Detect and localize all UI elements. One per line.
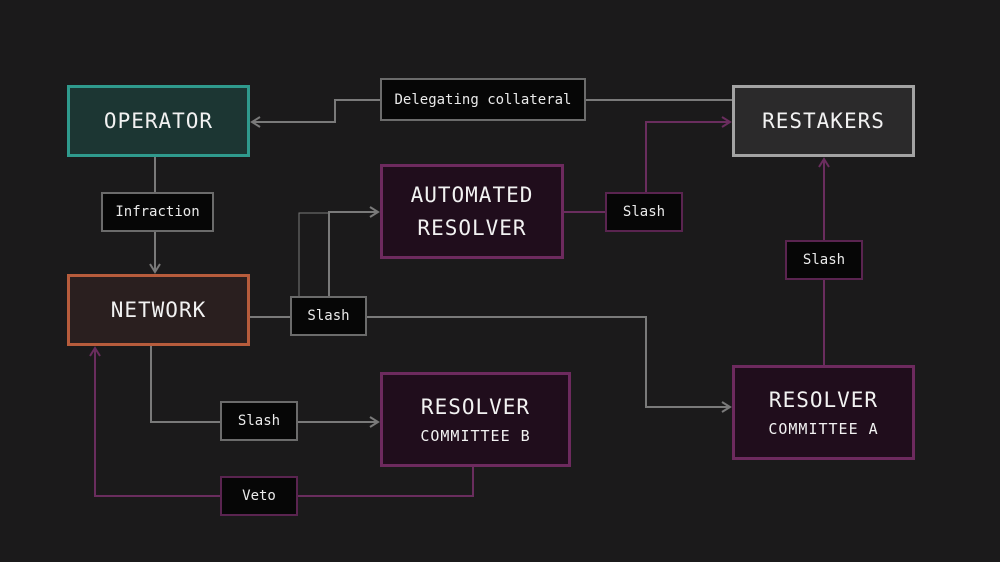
- edge-network-to-automated: [328, 206, 380, 297]
- operator-title: OPERATOR: [103, 108, 214, 133]
- restakers-title: RESTAKERS: [762, 108, 885, 133]
- committee-b-title: RESOLVER: [420, 395, 531, 419]
- infraction-label: Infraction: [101, 192, 214, 232]
- committee-a-title: RESOLVER: [768, 388, 879, 412]
- automated-resolver-title-line1: AUTOMATED: [410, 182, 534, 207]
- restakers-node: RESTAKERS: [732, 85, 915, 157]
- delegating-collateral-label: Delegating collateral: [380, 78, 586, 121]
- automated-resolver-node: AUTOMATED RESOLVER: [380, 164, 564, 259]
- operator-node: OPERATOR: [67, 85, 250, 157]
- resolver-committee-a-node: RESOLVER COMMITTEE A: [732, 365, 915, 460]
- slash-label-committee-a: Slash: [785, 240, 863, 280]
- slash-label-committee-b: Slash: [220, 401, 298, 441]
- slash-label-automated: Slash: [605, 192, 683, 232]
- edge-network-to-committee-a: [250, 316, 732, 413]
- network-title: NETWORK: [110, 297, 207, 322]
- automated-resolver-title-line2: RESOLVER: [417, 215, 527, 240]
- edge-network-to-committee-b: [150, 346, 380, 428]
- veto-label: Veto: [220, 476, 298, 516]
- network-node: NETWORK: [67, 274, 250, 346]
- committee-a-subtitle: COMMITTEE A: [768, 420, 879, 438]
- slash-label-network: Slash: [290, 296, 367, 336]
- committee-b-subtitle: COMMITTEE B: [420, 427, 531, 445]
- edge-network-to-automated-thin: [298, 212, 329, 297]
- resolver-committee-b-node: RESOLVER COMMITTEE B: [380, 372, 571, 467]
